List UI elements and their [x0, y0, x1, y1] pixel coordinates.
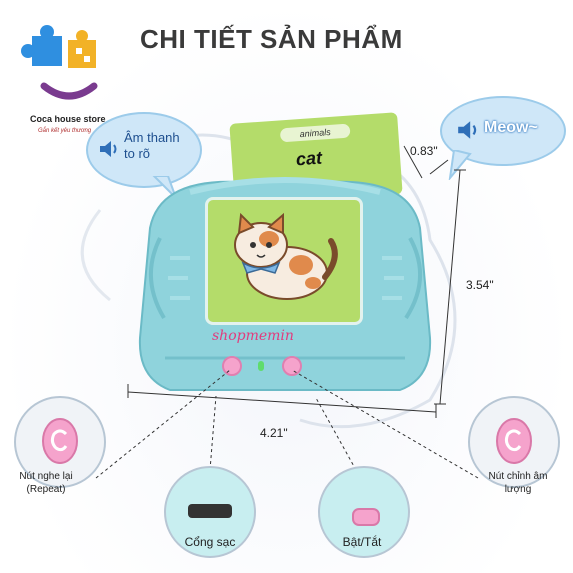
replay-icon: [496, 418, 532, 464]
cat-illustration: [234, 212, 338, 300]
bubble-tail-left: [152, 176, 177, 199]
bubble-tail-right: [448, 150, 472, 180]
speaker-icon: [458, 121, 477, 139]
meow-text: Meow~: [484, 119, 538, 136]
store-name: Coca house store: [30, 114, 106, 124]
repeat-button-detail: [14, 396, 106, 488]
volume-button-on-device: [282, 356, 302, 376]
depth-dimension: 0.83": [410, 144, 438, 158]
page-title: CHI TIẾT SẢN PHẨM: [140, 24, 403, 54]
store-tagline: Gắn kết yêu thương: [38, 128, 92, 134]
speaker-icon: [100, 141, 117, 157]
charge-port-detail: [164, 466, 256, 558]
sound-bubble-left: Âm thanh to rõ: [86, 112, 202, 188]
status-led: [258, 361, 264, 371]
replay-icon: [42, 418, 78, 464]
height-dimension: 3.54": [466, 278, 494, 292]
volume-caption: Nút chỉnh âm lượng: [488, 471, 548, 495]
power-switch: [352, 508, 380, 526]
usb-port: [188, 504, 232, 518]
power-switch-detail: [318, 466, 410, 558]
repeat-button-on-device: [222, 356, 242, 376]
puzzle-logo-icon: [21, 25, 98, 100]
volume-button-detail: [468, 396, 560, 488]
charge-port-caption: Cổng sạc: [184, 535, 236, 549]
width-dimension: 4.21": [260, 426, 288, 440]
sound-bubble-text: Âm thanh to rõ: [124, 130, 180, 161]
power-caption: Bật/Tắt: [342, 535, 382, 549]
watermark: shopmemin: [212, 328, 294, 344]
repeat-caption: Nút nghe lại (Repeat): [19, 471, 73, 495]
